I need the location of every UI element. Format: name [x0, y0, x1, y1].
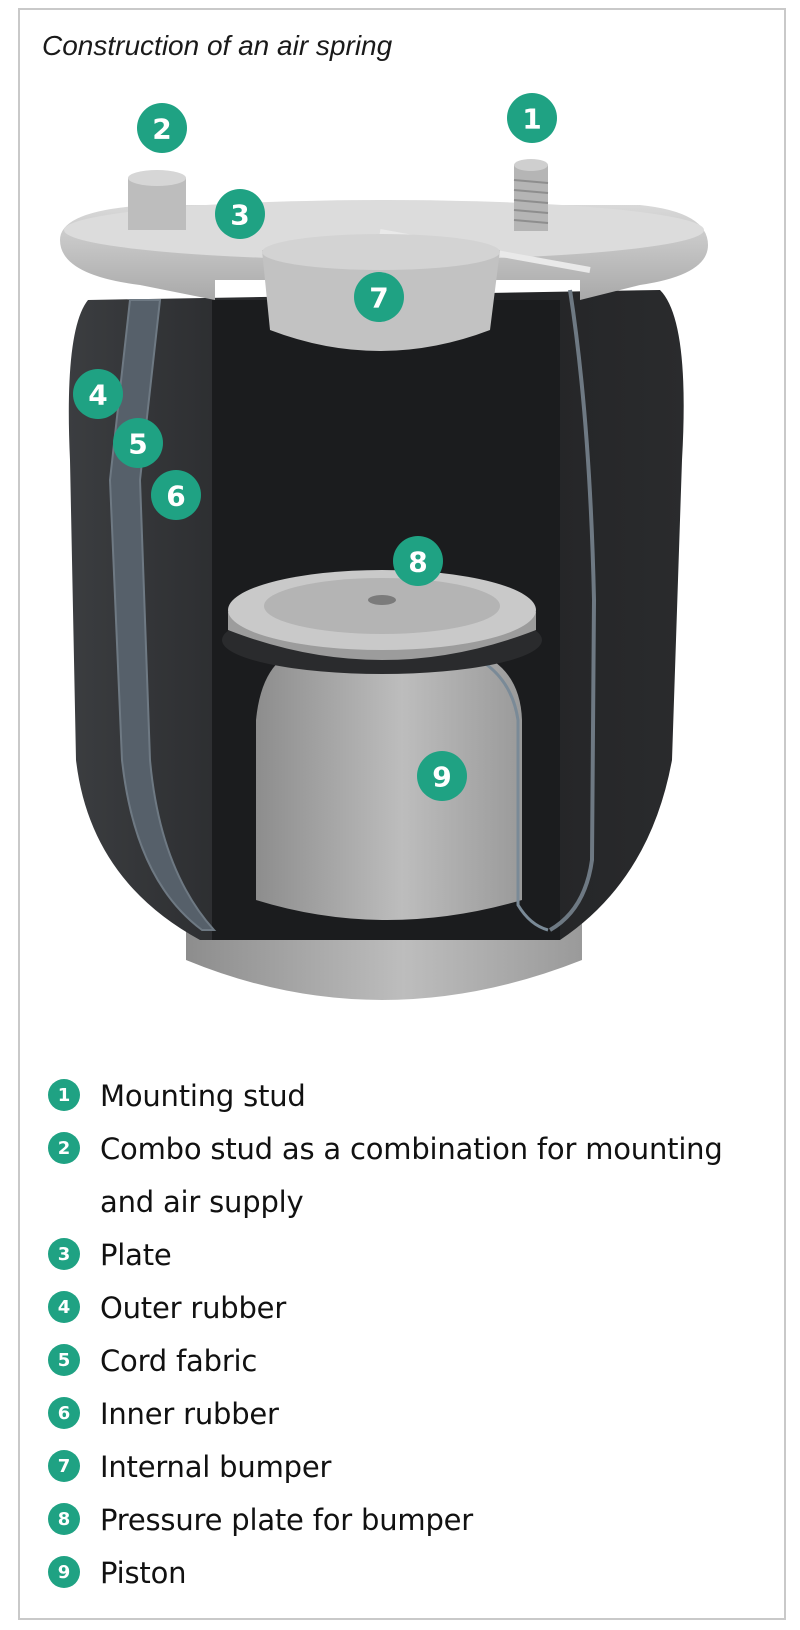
piston-body — [256, 650, 549, 932]
legend-label: Outer rubber — [100, 1291, 287, 1325]
legend-label: Combo stud as a combination for mounting… — [100, 1132, 723, 1219]
combo-stud — [128, 170, 186, 230]
legend-label: Mounting stud — [100, 1079, 306, 1113]
legend-label: Inner rubber — [100, 1397, 279, 1431]
svg-text:8: 8 — [408, 546, 427, 579]
legend-label: Cord fabric — [100, 1344, 258, 1378]
mounting-stud — [513, 159, 549, 231]
marker-5: 5 — [113, 418, 163, 468]
marker-7: 7 — [354, 272, 404, 322]
marker-6: 6 — [151, 470, 201, 520]
legend-number: 2 — [48, 1132, 80, 1164]
legend-number: 5 — [48, 1344, 80, 1376]
figure-title: Construction of an air spring — [42, 30, 393, 61]
legend-number: 1 — [48, 1079, 80, 1111]
legend-number: 7 — [48, 1450, 80, 1482]
svg-text:2: 2 — [152, 113, 171, 146]
svg-text:4: 4 — [88, 379, 107, 412]
legend-number: 6 — [48, 1397, 80, 1429]
marker-3: 3 — [215, 189, 265, 239]
air-spring-illustration: 1 2 3 4 5 6 7 8 9 — [60, 93, 708, 1000]
legend-label: Plate — [100, 1238, 172, 1272]
marker-4: 4 — [73, 369, 123, 419]
svg-text:6: 6 — [166, 480, 185, 513]
marker-2: 2 — [137, 103, 187, 153]
legend-item: 2 Combo stud as a combination for mounti… — [48, 1123, 768, 1229]
legend-item: 1 Mounting stud — [48, 1070, 768, 1123]
pressure-plate — [222, 570, 542, 674]
legend-number: 3 — [48, 1238, 80, 1270]
legend-label: Piston — [100, 1556, 187, 1590]
legend: 1 Mounting stud 2 Combo stud as a combin… — [48, 1070, 768, 1600]
svg-text:3: 3 — [230, 199, 249, 232]
legend-number: 8 — [48, 1503, 80, 1535]
legend-label: Internal bumper — [100, 1450, 332, 1484]
legend-item: 4 Outer rubber — [48, 1282, 768, 1335]
legend-number: 4 — [48, 1291, 80, 1323]
svg-text:1: 1 — [522, 103, 541, 136]
legend-item: 8 Pressure plate for bumper — [48, 1494, 768, 1547]
legend-item: 9 Piston — [48, 1547, 768, 1600]
legend-item: 6 Inner rubber — [48, 1388, 768, 1441]
marker-8: 8 — [393, 536, 443, 586]
legend-item: 3 Plate — [48, 1229, 768, 1282]
marker-1: 1 — [507, 93, 557, 143]
svg-text:7: 7 — [369, 282, 388, 315]
legend-number: 9 — [48, 1556, 80, 1588]
svg-text:5: 5 — [128, 428, 147, 461]
svg-text:9: 9 — [432, 761, 451, 794]
legend-label: Pressure plate for bumper — [100, 1503, 474, 1537]
marker-9: 9 — [417, 751, 467, 801]
inner-rubber — [548, 289, 597, 932]
legend-item: 5 Cord fabric — [48, 1335, 768, 1388]
legend-item: 7 Internal bumper — [48, 1441, 768, 1494]
